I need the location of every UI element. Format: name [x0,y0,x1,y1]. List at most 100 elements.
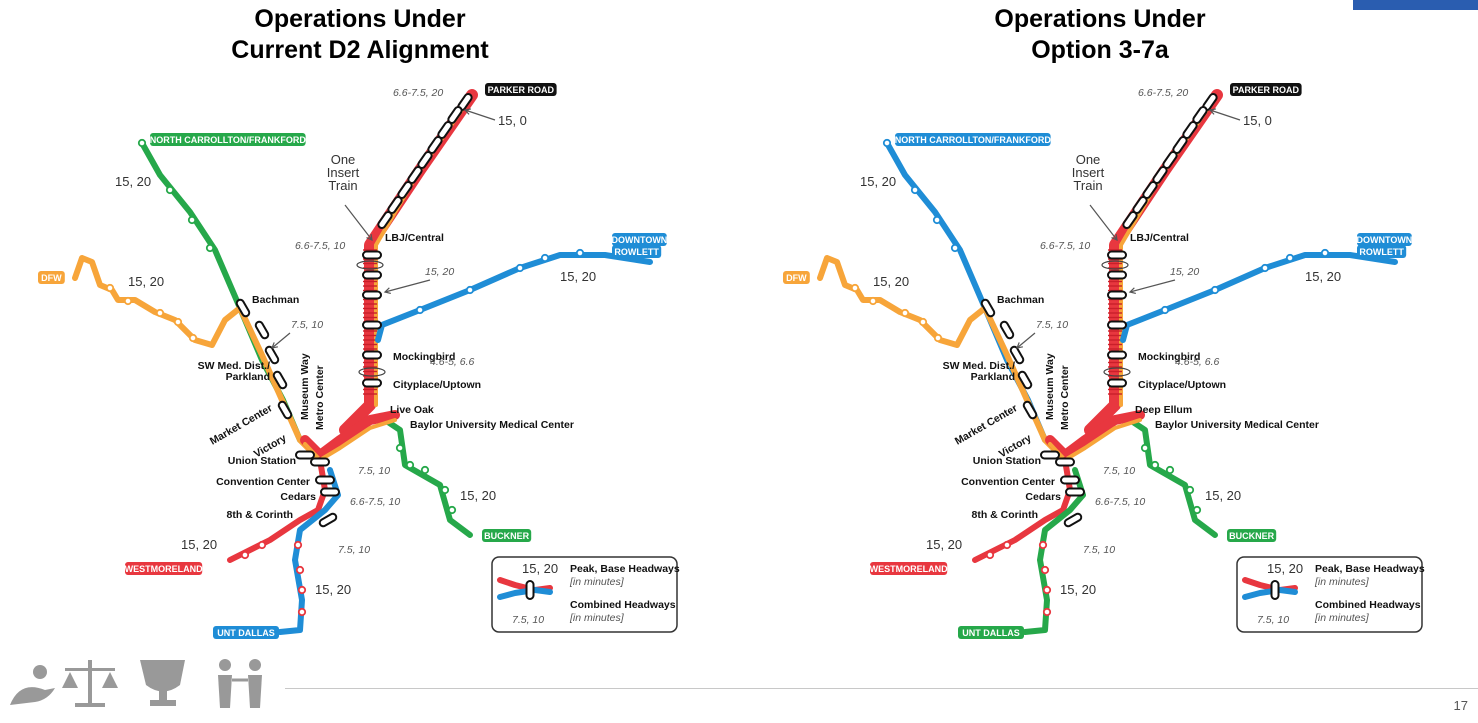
station-marker [1063,512,1083,528]
icon-part [248,675,262,708]
station-dot [950,243,960,253]
terminal-downtown-label: DOWNTOWN [1356,235,1412,245]
terminal-rowlett-label: ROWLETT [614,247,659,257]
station-cedars: Cedars [1025,491,1061,503]
station-marker [1060,475,1080,485]
terminal-dfw-bg [38,271,65,284]
line-downtown [1045,410,1145,460]
legend-in-minutes-1: [in minutes] [569,576,625,588]
legend-in-minutes-1: [in minutes] [1314,576,1370,588]
callout-arrow [271,332,291,349]
station-dot [240,550,250,560]
station-bachman: Bachman [252,294,299,306]
terminal-parker-road-label: PARKER ROAD [1233,85,1300,95]
station-union-station: Union Station [228,455,296,467]
station-dot [1040,565,1050,575]
callout-arrowhead [366,233,373,241]
terminal-north-carrollton-label: NORTH CARROLLTON/FRANKFORD [150,135,307,145]
station-dot [1150,460,1160,470]
annot-red-orange: 15, 20 [425,266,454,278]
icon-part [150,700,176,706]
station-marker [362,250,382,260]
station-8th-corinth: 8th & Corinth [227,509,294,521]
station-marker [295,450,315,460]
line-downtown-orange [1048,418,1142,462]
annot-mockingbird: 4.6-5, 6.6 [430,356,475,368]
annot-parker-base: 15, 0 [1243,113,1272,128]
annot-insert: Insert [1072,165,1105,180]
annot-unt: 15, 20 [1060,582,1096,597]
terminal-unt-dallas-label: UNT DALLAS [217,628,275,638]
station-cityplace: Cityplace/Uptown [393,379,481,391]
terminal-buckner-bg [482,529,532,542]
station-dot [900,308,910,318]
line-downtown [300,410,400,460]
legend-in-minutes-2: [in minutes] [569,612,625,624]
icon-part [65,668,115,671]
station-dot [1140,443,1150,453]
corner-accent-bar [1353,0,1478,10]
terminal-buckner-bg [1227,529,1277,542]
station-metro-center: Metro Center [1059,365,1071,430]
terminal-dfw-bg [783,271,810,284]
annot-lbj-combined: 6.6-7.5, 10 [295,240,345,252]
station-dot [155,308,165,318]
icon-part [75,703,105,707]
station-marker [1065,487,1085,497]
annot-cedars: 6.6-7.5, 10 [350,496,400,508]
terminal-north-carrollton-label: NORTH CARROLLTON/FRANKFORD [895,135,1052,145]
station-dot [105,283,115,293]
legend-peak-base: Peak, Base Headways [1315,563,1425,575]
station-marker [318,512,338,528]
terminal-buckner: BUCKNER [482,529,532,542]
terminal-unt-dallas: UNT DALLAS [213,626,279,639]
line-buckner [382,417,473,538]
station-mockingbird: Mockingbird [393,351,455,363]
callout-arrowhead [1208,108,1217,115]
terminal-north-carrollton: NORTH CARROLLTON/FRANKFORD [895,133,1052,146]
annot-unt: 15, 20 [315,582,351,597]
legend-sample-combined: 7.5, 10 [512,614,544,626]
annot-train: Train [1073,178,1102,193]
station-sw-med: SW Med. Dist./ [943,360,1015,372]
station-marker [999,320,1015,340]
station-dot [395,443,405,453]
legend-combined: Combined Headways [570,599,676,611]
station-marker [315,475,335,485]
right-map-title: Operations Under Option 3-7a [994,5,1206,64]
station-dot [1038,540,1048,550]
station-convention-center: Convention Center [216,476,310,488]
station-dot [447,505,457,515]
station-convention-center: Convention Center [961,476,1055,488]
annot-cedars: 6.6-7.5, 10 [1095,496,1145,508]
station-mockingbird: Mockingbird [1138,351,1200,363]
combined-headway-ring [1101,260,1129,270]
station-marker [1017,370,1033,390]
icon-part [249,659,261,671]
station-dot [420,465,430,475]
station-lbj-central: LBJ/Central [1130,232,1189,244]
terminal-unt-dallas-label: UNT DALLAS [962,628,1020,638]
station-marker [1107,270,1127,280]
station-parkland: Parkland [971,371,1015,383]
station-dot [173,317,183,327]
legend-sample: 15, 20 [522,561,558,576]
legend-box [491,556,678,633]
station-dot [1320,248,1330,258]
terminal-dfw-label: DFW [41,273,62,283]
icon-part [218,675,232,708]
station-dot [932,215,942,225]
terminal-rowlett: ROWLETT [612,245,662,258]
station-marker [362,320,382,330]
station-live-oak: Live Oak [390,404,434,416]
annot-parker-peak: 6.6-7.5, 20 [393,87,443,99]
station-marker [362,270,382,280]
annot-insert: Insert [327,165,360,180]
legend-sample-combined: 7.5, 10 [1257,614,1289,626]
station-marker [1107,290,1127,300]
station-dot [1042,607,1052,617]
legend-peak-base: Peak, Base Headways [570,563,680,575]
annot-union: 7.5, 10 [358,465,390,477]
